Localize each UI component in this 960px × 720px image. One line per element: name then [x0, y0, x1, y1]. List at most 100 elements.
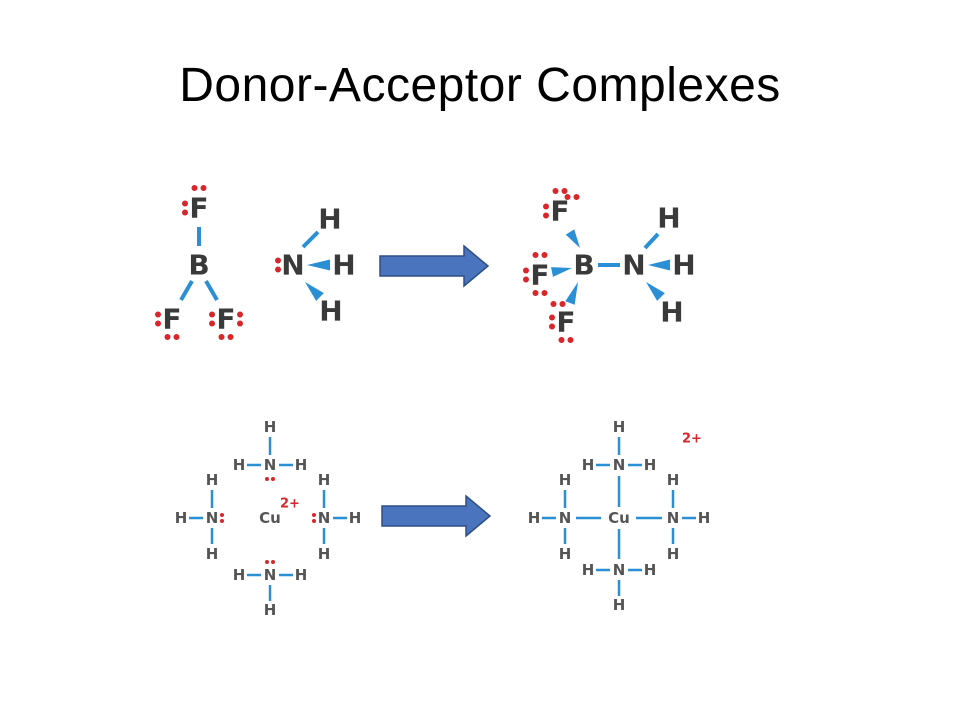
lone-pair-dots — [237, 311, 243, 318]
hydrogen-atom: H — [644, 561, 657, 579]
lone-pair-dots — [173, 334, 180, 340]
b-f-wedge-bond — [551, 267, 572, 277]
nitrogen-atom: N — [622, 249, 645, 282]
b-f-bond — [179, 279, 194, 302]
copper-ion: Cu — [608, 509, 630, 527]
hydrogen-atom: H — [332, 249, 355, 282]
lone-pair-dots — [200, 185, 207, 191]
hydrogen-atom: H — [319, 295, 342, 328]
lone-pair-dots — [271, 477, 275, 481]
hydrogen-atom: H — [206, 545, 219, 563]
charge-label: 2+ — [280, 497, 300, 512]
hydrogen-atom: H — [349, 509, 362, 527]
hydrogen-atom: H — [318, 471, 331, 489]
hydrogen-atom: H — [559, 471, 572, 489]
lone-pair-dots — [220, 519, 224, 523]
hydrogen-atom: H — [233, 456, 246, 474]
lone-pair-dots — [552, 188, 559, 194]
lone-pair-dots — [271, 560, 275, 564]
n-h-wedge-bond — [646, 282, 665, 301]
hydrogen-atom: H — [175, 509, 188, 527]
hydrogen-atom: H — [613, 596, 626, 614]
fluorine-atom: F — [556, 306, 575, 339]
lone-pairs-layer — [155, 185, 580, 564]
nitrogen-atom: N — [264, 566, 277, 584]
lone-pair-dots — [182, 209, 188, 216]
lone-pair-dots — [182, 200, 188, 207]
lone-pair-dots — [209, 311, 215, 318]
nitrogen-atom: N — [281, 249, 304, 282]
lone-pair-dots — [312, 519, 316, 523]
hydrogen-atom: H — [318, 545, 331, 563]
reaction-arrow — [379, 244, 490, 288]
hydrogen-atom: H — [582, 561, 595, 579]
lone-pair-dots — [558, 337, 565, 343]
n-h-wedge-bond — [648, 259, 670, 271]
lone-pair-dots — [155, 320, 161, 327]
fluorine-atom: F — [162, 303, 181, 336]
arrows-layer — [379, 244, 492, 538]
hydrogen-atom: H — [582, 456, 595, 474]
lone-pair-dots — [265, 477, 269, 481]
wedges-layer — [305, 229, 670, 305]
hydrogen-atom: H — [528, 509, 541, 527]
hydrogen-atom: H — [264, 418, 277, 436]
n-h-wedge-bond — [305, 282, 324, 301]
lone-pair-dots — [155, 311, 161, 318]
nitrogen-atom: N — [667, 509, 680, 527]
hydrogen-atom: H — [295, 566, 308, 584]
lone-pair-dots — [275, 257, 281, 264]
hydrogen-atom: H — [264, 601, 277, 619]
fluorine-atom: F — [189, 192, 208, 225]
bonds-layer — [179, 227, 696, 601]
hydrogen-atom: H — [672, 249, 695, 282]
lone-pair-dots — [312, 513, 316, 517]
charge-label: 2+ — [682, 432, 702, 447]
hydrogen-atom: H — [667, 471, 680, 489]
fluorine-atom: F — [550, 195, 569, 228]
boron-atom: B — [573, 249, 594, 282]
nitrogen-atom: N — [264, 456, 277, 474]
n-h-bond — [301, 230, 320, 249]
hydrogen-atom: H — [559, 545, 572, 563]
hydrogen-atom: H — [667, 545, 680, 563]
lone-pair-dots — [191, 185, 198, 191]
slide-title: Donor-Acceptor Complexes — [179, 59, 781, 112]
lone-pair-dots — [561, 188, 568, 194]
lone-pair-dots — [532, 252, 539, 258]
nitrogen-atom: N — [206, 509, 219, 527]
lone-pair-dots — [550, 301, 557, 307]
lone-pair-dots — [573, 194, 580, 200]
copper-ion: Cu — [259, 509, 281, 527]
lone-pair-dots — [227, 334, 234, 340]
hydrogen-atom: H — [318, 203, 341, 236]
boron-atom: B — [188, 249, 209, 282]
lone-pair-dots — [164, 334, 171, 340]
lone-pair-dots — [220, 513, 224, 517]
lone-pair-dots — [564, 194, 571, 200]
b-f-wedge-bond — [565, 282, 578, 305]
lone-pair-dots — [549, 323, 555, 330]
lone-pair-dots — [237, 320, 243, 327]
lone-pair-dots — [541, 252, 548, 258]
hydrogen-atom: H — [644, 456, 657, 474]
lone-pair-dots — [541, 290, 548, 296]
lone-pair-dots — [275, 266, 281, 273]
lone-pair-dots — [549, 314, 555, 321]
hydrogen-atom: H — [206, 471, 219, 489]
lone-pair-dots — [523, 276, 529, 283]
nitrogen-atom: N — [613, 561, 626, 579]
b-f-bond — [204, 279, 219, 302]
lone-pair-dots — [567, 337, 574, 343]
hydrogen-atom: H — [660, 296, 683, 329]
hydrogen-atom: H — [657, 202, 680, 235]
nitrogen-atom: N — [559, 509, 572, 527]
lone-pair-dots — [209, 320, 215, 327]
nitrogen-atom: N — [613, 456, 626, 474]
lone-pair-dots — [543, 212, 549, 219]
fluorine-atom: F — [530, 259, 549, 292]
lone-pair-dots — [559, 301, 566, 307]
lone-pair-dots — [532, 290, 539, 296]
